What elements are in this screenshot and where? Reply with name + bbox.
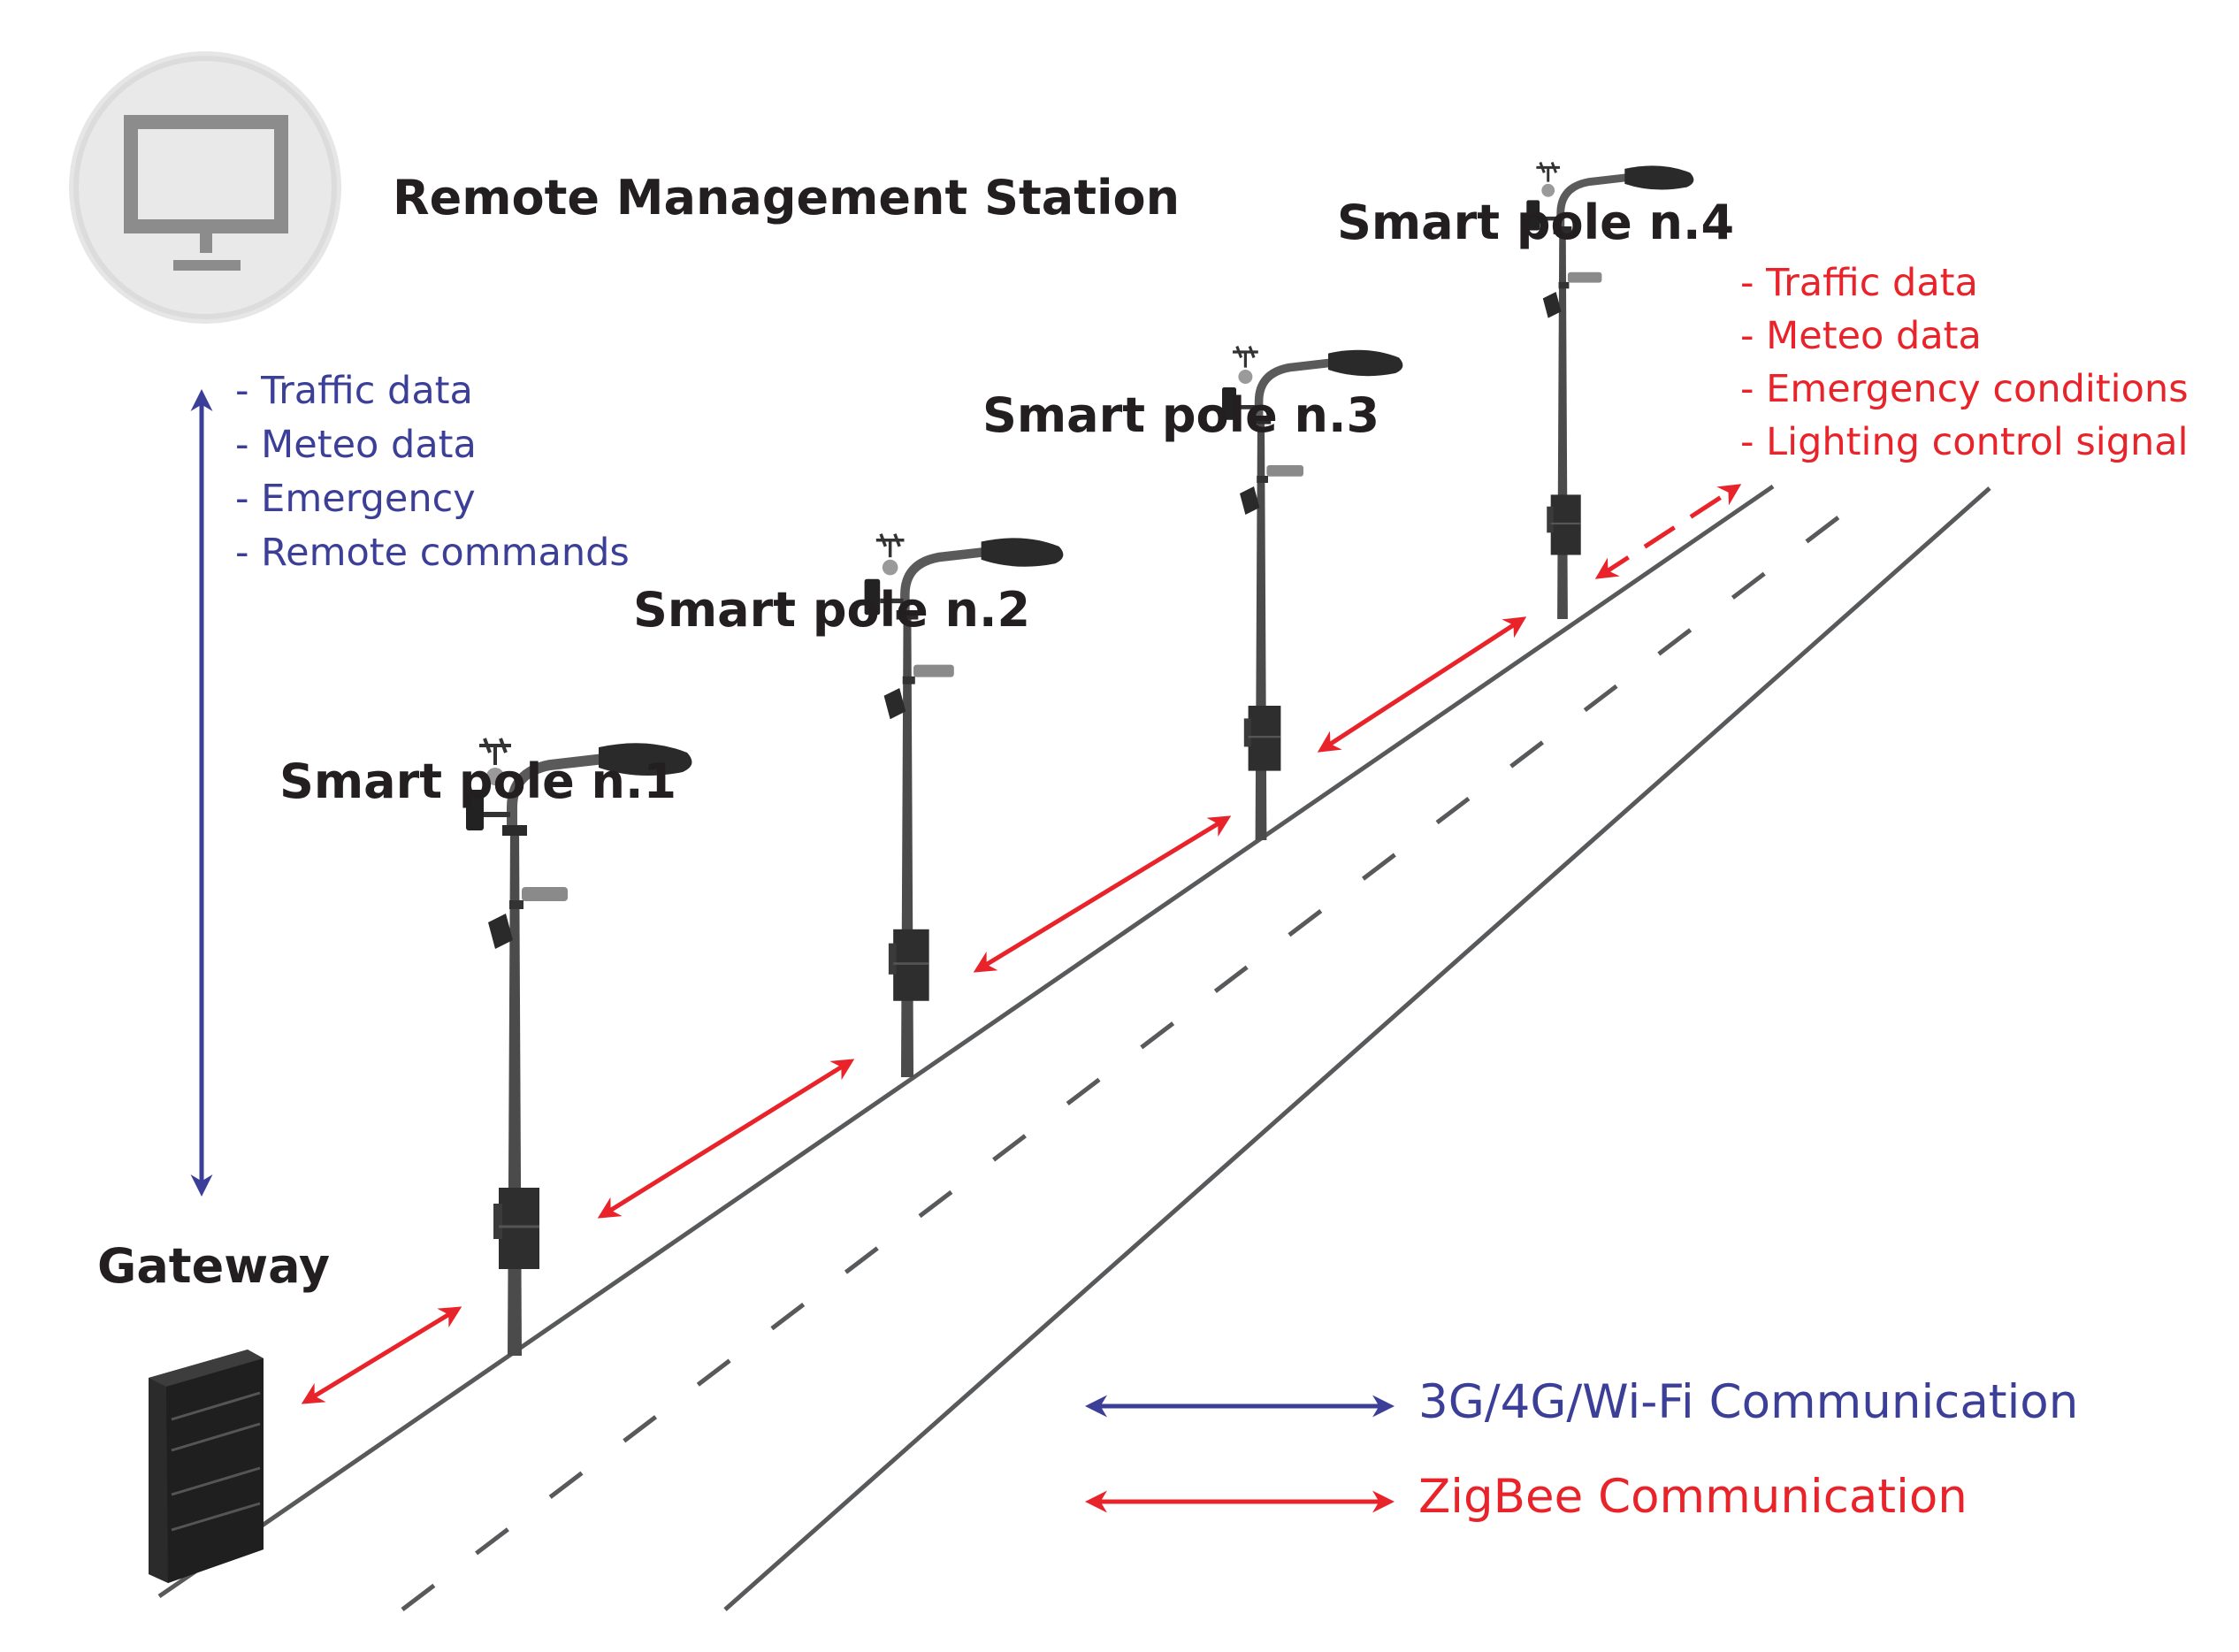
pole-label-1: Smart pole n.1 [279,753,677,809]
legend-cellular-label: 3G/4G/Wi-Fi Communication [1418,1375,2079,1429]
smart-pole-1 [466,738,692,1356]
legend-zigbee-label: ZigBee Communication [1418,1470,1968,1524]
server-rack-icon [149,1350,264,1583]
monitor-icon [69,51,341,324]
zigbee-arrow-gateway-pole1 [301,1306,462,1404]
pole-label-3: Smart pole n.3 [982,387,1380,443]
zigbee-arrow-pole4-next [1594,484,1742,579]
uplink-data-item: - Meteo data [235,423,477,467]
road-center-line [401,485,1881,1611]
uplink-data-list: - Traffic data - Meteo data - Emergency … [235,364,630,580]
uplink-data-item: - Remote commands [235,531,630,575]
pole-data-item: - Meteo data [1740,314,1982,358]
uplink-data-item: - Emergency [235,477,476,521]
station-label: Remote Management Station [393,170,1181,226]
zigbee-arrow-pole1-pole2 [597,1059,855,1219]
pole-label-4: Smart pole n.4 [1337,195,1735,250]
gateway-label: Gateway [97,1238,331,1294]
road-edge-near [157,484,1775,1599]
zigbee-arrow-pole3-pole4 [1317,616,1527,753]
pole-data-item: - Emergency conditions [1740,367,2189,411]
pole-data-item: - Traffic data [1740,261,1978,305]
road-edge-far [723,486,1991,1611]
pole-label-2: Smart pole n.2 [633,582,1031,638]
zigbee-arrow-pole2-pole3 [973,815,1232,973]
road [157,484,1991,1611]
pole-data-list: - Traffic data - Meteo data - Emergency … [1740,256,2189,469]
pole-data-item: - Lighting control signal [1740,420,2189,464]
uplink-data-item: - Traffic data [235,369,473,413]
